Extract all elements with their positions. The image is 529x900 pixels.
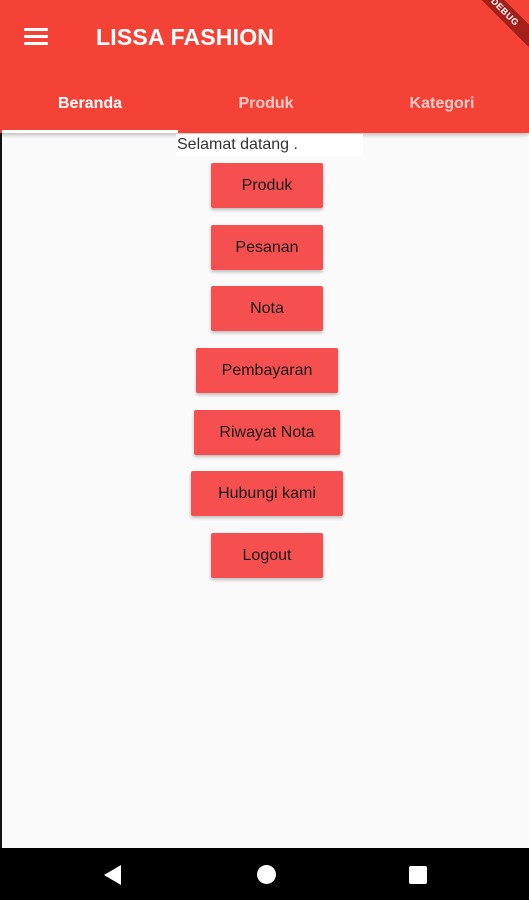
debug-banner: DEBUG bbox=[463, 0, 529, 54]
tab-beranda[interactable]: Beranda bbox=[57, 95, 123, 112]
tab-indicator bbox=[2, 130, 178, 133]
app-bar: LISSA FASHION DEBUG Beranda Produk Kateg… bbox=[0, 0, 529, 133]
tab-bar: Beranda Produk Kategori bbox=[0, 78, 529, 133]
welcome-text: Selamat datang . bbox=[176, 134, 363, 156]
system-nav-bar bbox=[0, 848, 529, 900]
hamburger-menu-icon[interactable] bbox=[24, 26, 50, 48]
app-title: LISSA FASHION bbox=[96, 24, 275, 50]
nota-button[interactable]: Nota bbox=[211, 286, 323, 331]
back-icon[interactable] bbox=[104, 865, 121, 885]
produk-button[interactable]: Produk bbox=[211, 163, 323, 208]
tab-kategori[interactable]: Kategori bbox=[409, 95, 475, 112]
pesanan-button[interactable]: Pesanan bbox=[211, 225, 323, 270]
pembayaran-button[interactable]: Pembayaran bbox=[196, 348, 338, 393]
riwayat-nota-button[interactable]: Riwayat Nota bbox=[194, 410, 340, 455]
tab-produk[interactable]: Produk bbox=[238, 95, 294, 112]
recents-icon[interactable] bbox=[409, 866, 427, 884]
screen-edge bbox=[0, 133, 2, 848]
logout-button[interactable]: Logout bbox=[211, 533, 323, 578]
home-icon[interactable] bbox=[257, 865, 276, 884]
hubungi-kami-button[interactable]: Hubungi kami bbox=[191, 471, 343, 516]
